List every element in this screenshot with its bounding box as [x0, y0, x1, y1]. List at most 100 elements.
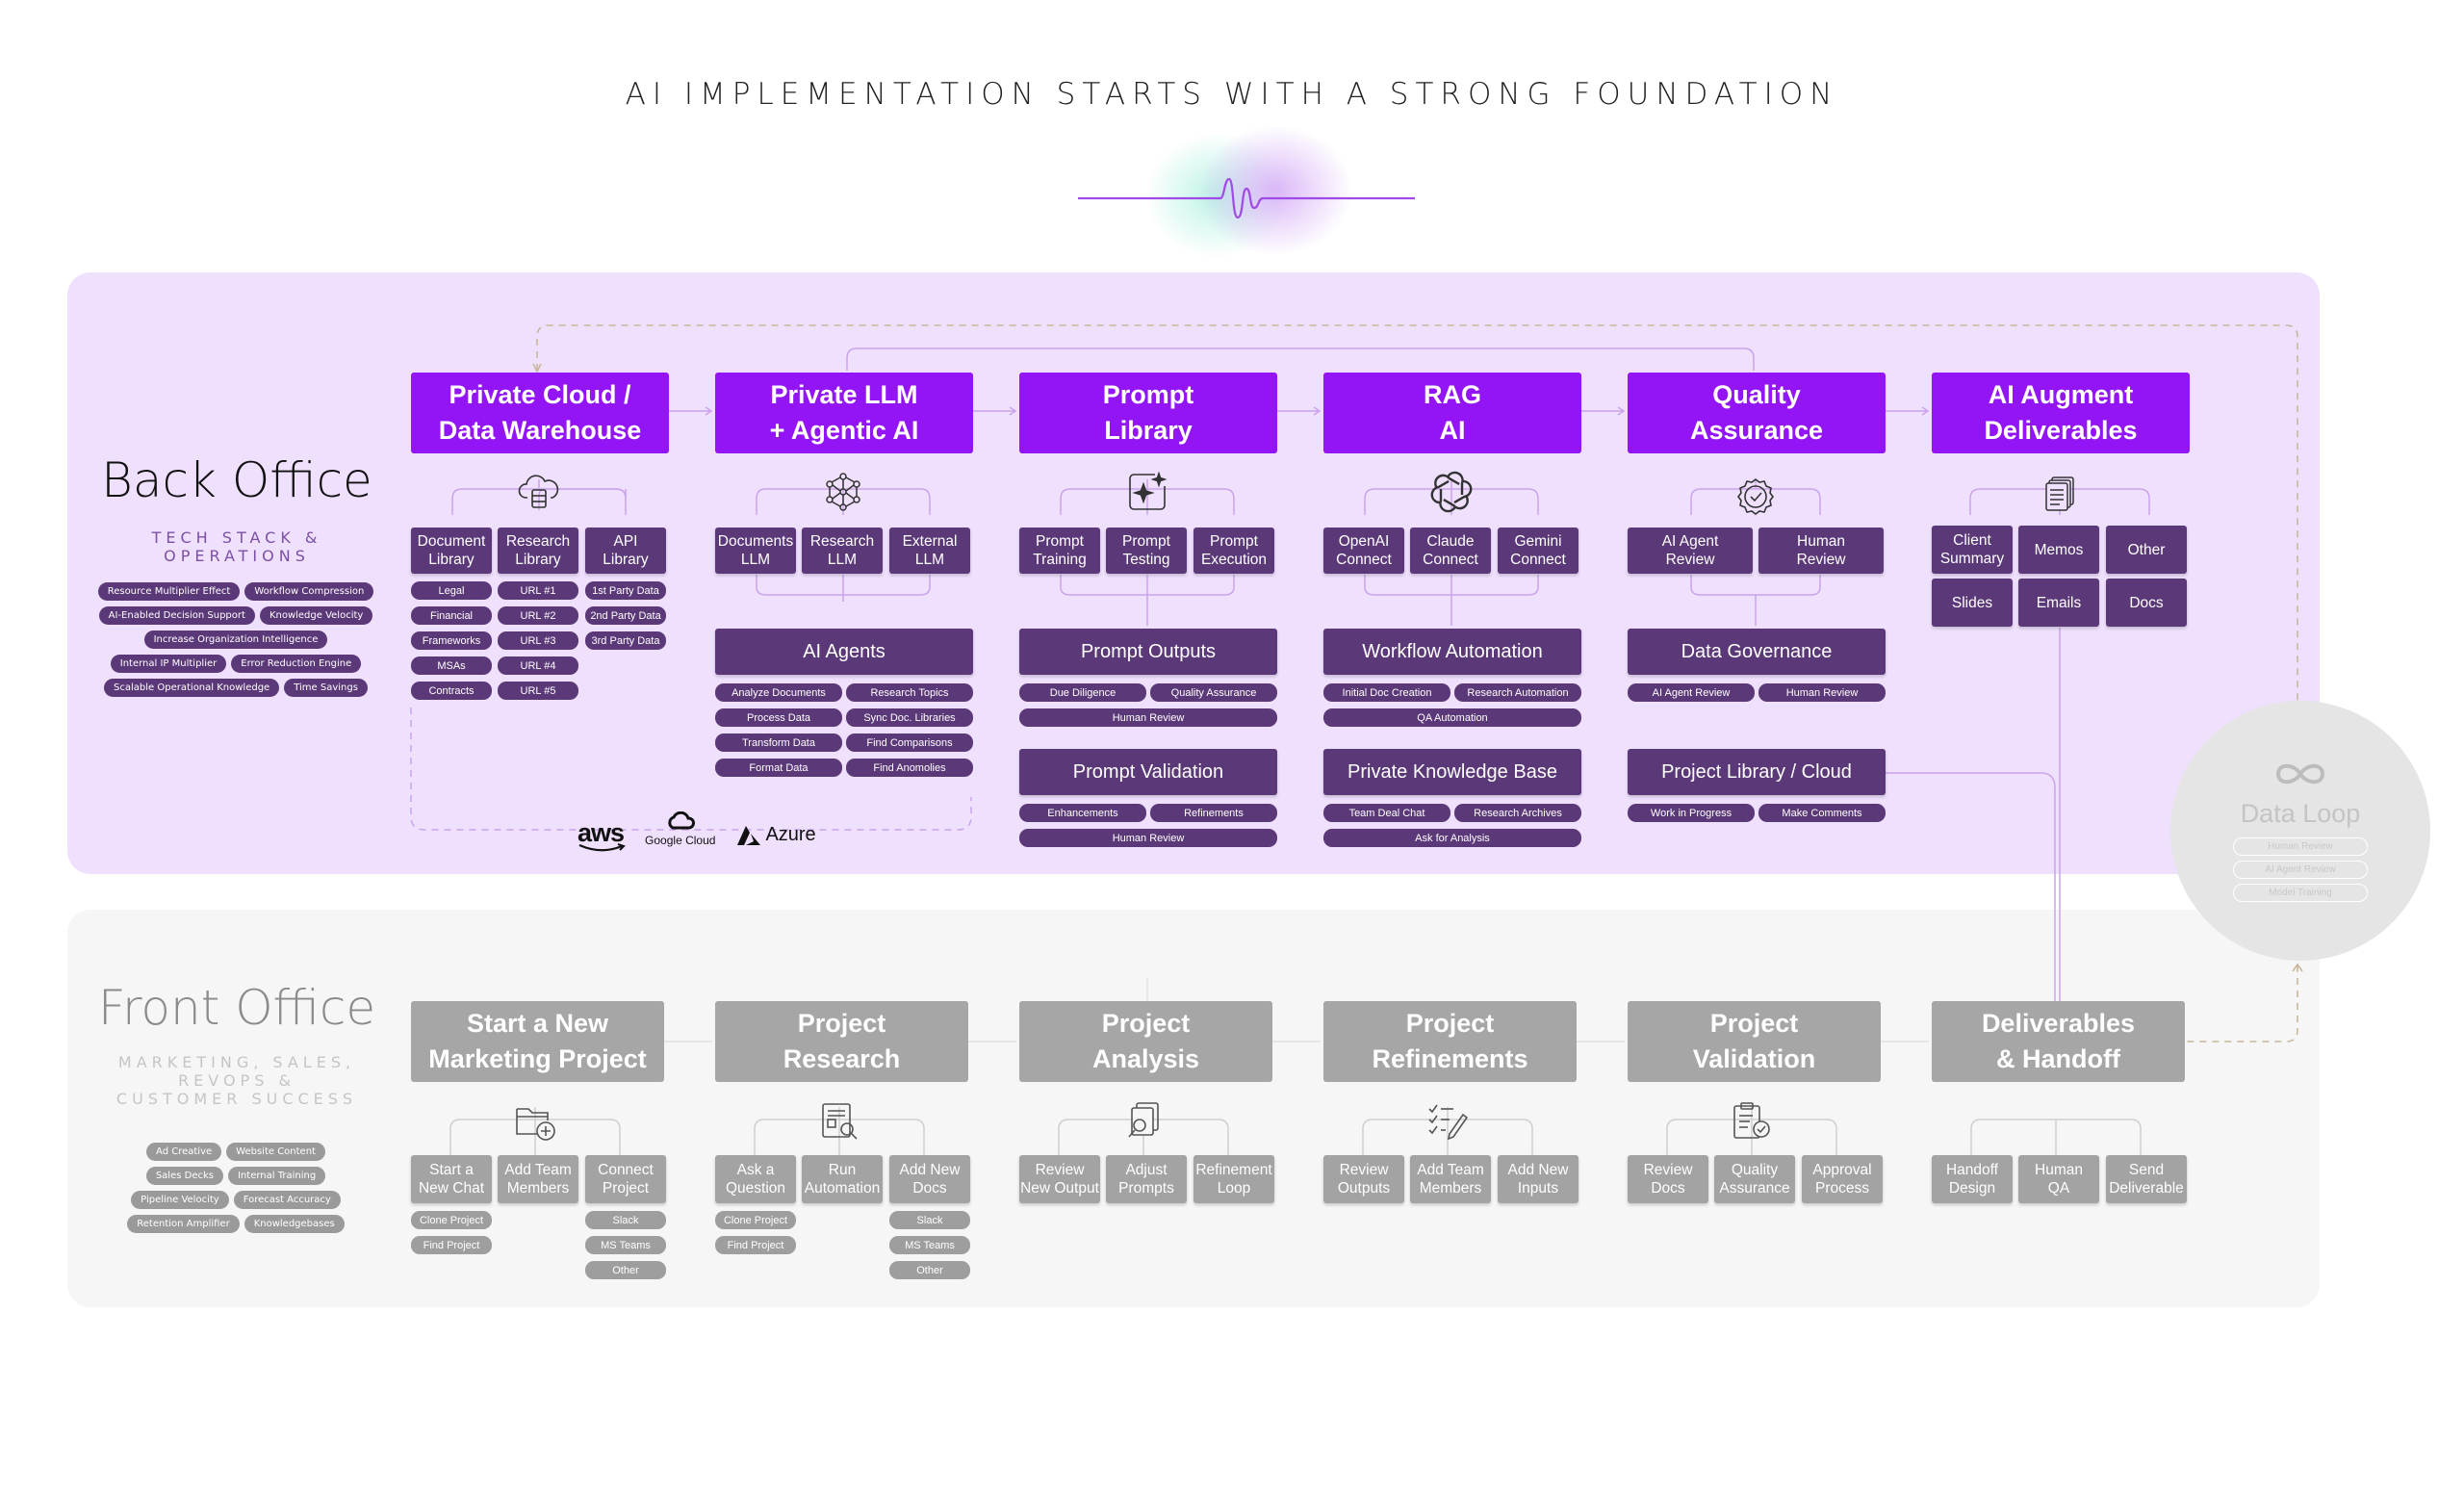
- task-due-diligence[interactable]: Due Diligence: [1019, 683, 1146, 702]
- list-item-find-project[interactable]: Find Project: [411, 1236, 492, 1254]
- head-private-cloud[interactable]: Private Cloud /Data Warehouse: [411, 373, 669, 453]
- task-human-review[interactable]: Human Review: [1019, 708, 1277, 727]
- item-memos[interactable]: Memos: [2018, 526, 2099, 574]
- list-item-msas[interactable]: MSAs: [411, 656, 492, 675]
- task-ask-for-analysis[interactable]: Ask for Analysis: [1323, 829, 1581, 847]
- item-emails[interactable]: Emails: [2018, 579, 2099, 627]
- list-item-3rd-party-data[interactable]: 3rd Party Data: [585, 631, 666, 650]
- task-quality-assurance[interactable]: Quality Assurance: [1150, 683, 1277, 702]
- item-slides[interactable]: Slides: [1932, 579, 2013, 627]
- task-find-anomolies[interactable]: Find Anomolies: [846, 759, 973, 777]
- head-deliverables-handoff[interactable]: Deliverables& Handoff: [1932, 1001, 2185, 1082]
- task-work-in-progress[interactable]: Work in Progress: [1628, 804, 1755, 822]
- sub-data-governance[interactable]: Data Governance: [1628, 629, 1886, 675]
- list-item-frameworks[interactable]: Frameworks: [411, 631, 492, 650]
- data-loop-circle[interactable]: Data Loop Human Review AI Agent Review M…: [2170, 701, 2430, 961]
- task-research-archives[interactable]: Research Archives: [1454, 804, 1581, 822]
- list-item-url-1[interactable]: URL #1: [498, 581, 578, 600]
- item-other[interactable]: Other: [2106, 526, 2187, 574]
- task-transform-data[interactable]: Transform Data: [715, 734, 842, 752]
- list-item-url-2[interactable]: URL #2: [498, 606, 578, 625]
- sub-workflow-automation[interactable]: Workflow Automation: [1323, 629, 1581, 675]
- list-item-other[interactable]: Other: [889, 1261, 970, 1279]
- task-research-automation[interactable]: Research Automation: [1454, 683, 1581, 702]
- task-analyze-documents[interactable]: Analyze Documents: [715, 683, 842, 702]
- list-item-slack[interactable]: Slack: [889, 1211, 970, 1229]
- task-initial-doc-creation[interactable]: Initial Doc Creation: [1323, 683, 1450, 702]
- list-item-other[interactable]: Other: [585, 1261, 666, 1279]
- task-human-review[interactable]: Human Review: [1758, 683, 1886, 702]
- sub-prompt-validation[interactable]: Prompt Validation: [1019, 749, 1277, 795]
- list-item-ms-teams[interactable]: MS Teams: [889, 1236, 970, 1254]
- list-item-find-project[interactable]: Find Project: [715, 1236, 796, 1254]
- task-enhancements[interactable]: Enhancements: [1019, 804, 1146, 822]
- list-item-contracts[interactable]: Contracts: [411, 682, 492, 700]
- task-process-data[interactable]: Process Data: [715, 708, 842, 727]
- sub-prompt-outputs[interactable]: Prompt Outputs: [1019, 629, 1277, 675]
- task-format-data[interactable]: Format Data: [715, 759, 842, 777]
- list-item-clone-project[interactable]: Clone Project: [411, 1211, 492, 1229]
- sub-ai-agents[interactable]: AI Agents: [715, 629, 973, 675]
- list-item-slack[interactable]: Slack: [585, 1211, 666, 1229]
- task-sync-doc-libraries[interactable]: Sync Doc. Libraries: [846, 708, 973, 727]
- list-item-financial[interactable]: Financial: [411, 606, 492, 625]
- task-ai-agent-review[interactable]: AI Agent Review: [1628, 683, 1755, 702]
- task-team-deal-chat[interactable]: Team Deal Chat: [1323, 804, 1450, 822]
- list-item-clone-project[interactable]: Clone Project: [715, 1211, 796, 1229]
- list-item-ms-teams[interactable]: MS Teams: [585, 1236, 666, 1254]
- head-private-llm[interactable]: Private LLM+ Agentic AI: [715, 373, 973, 453]
- task-make-comments[interactable]: Make Comments: [1758, 804, 1886, 822]
- task-refinements[interactable]: Refinements: [1150, 804, 1277, 822]
- item-docs[interactable]: Docs: [2106, 579, 2187, 627]
- list-item-2nd-party-data[interactable]: 2nd Party Data: [585, 606, 666, 625]
- list-item-legal[interactable]: Legal: [411, 581, 492, 600]
- sub-project-library-cloud[interactable]: Project Library / Cloud: [1628, 749, 1886, 795]
- task-find-comparisons[interactable]: Find Comparisons: [846, 734, 973, 752]
- task-human-review[interactable]: Human Review: [1019, 829, 1277, 847]
- list-item-1st-party-data[interactable]: 1st Party Data: [585, 581, 666, 600]
- list-item-url-4[interactable]: URL #4: [498, 656, 578, 675]
- sub-private-knowledge-base[interactable]: Private Knowledge Base: [1323, 749, 1581, 795]
- list-item-url-5[interactable]: URL #5: [498, 682, 578, 700]
